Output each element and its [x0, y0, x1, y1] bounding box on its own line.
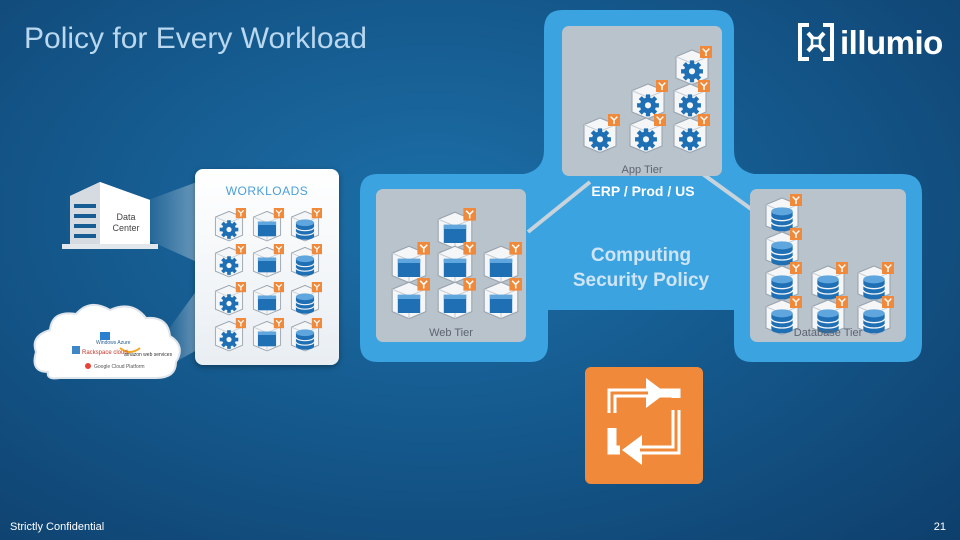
cloud-provider-aws: amazon web services	[124, 352, 173, 358]
app-tier-label: App Tier	[621, 164, 663, 176]
policy-label: Computing Security Policy	[555, 243, 727, 293]
policy-label-line2: Security Policy	[572, 270, 710, 291]
cycle-refresh-icon	[585, 367, 703, 484]
data-center-building-icon	[62, 182, 158, 249]
database-tier-label: Database Tier	[793, 327, 863, 339]
web-app-connector	[526, 180, 592, 234]
cloud-provider-rackspace: Rackspace cloud	[82, 350, 128, 356]
app-db-connector	[698, 170, 760, 216]
policy-label-line1: Computing	[590, 245, 692, 266]
application-label: ERP / Prod / US	[591, 183, 695, 199]
cloud-provider-azure: Windows Azure	[96, 340, 131, 346]
cloud-icon	[33, 303, 181, 380]
data-center-label: Data Center	[112, 212, 140, 233]
web-tier-label: Web Tier	[429, 327, 473, 339]
workloads-label: WORKLOADS	[225, 184, 309, 198]
page-number: 21	[933, 521, 946, 533]
brand-name: illumio	[840, 24, 943, 61]
page-title: Policy for Every Workload	[24, 22, 367, 55]
workloads-panel: WORKLOADS	[195, 169, 339, 365]
cloud-provider-google: Google Cloud Platform	[94, 364, 145, 370]
data-center-beam	[148, 182, 197, 262]
confidentiality-notice: Strictly Confidential	[10, 521, 105, 533]
illumio-logo-icon	[798, 23, 834, 61]
